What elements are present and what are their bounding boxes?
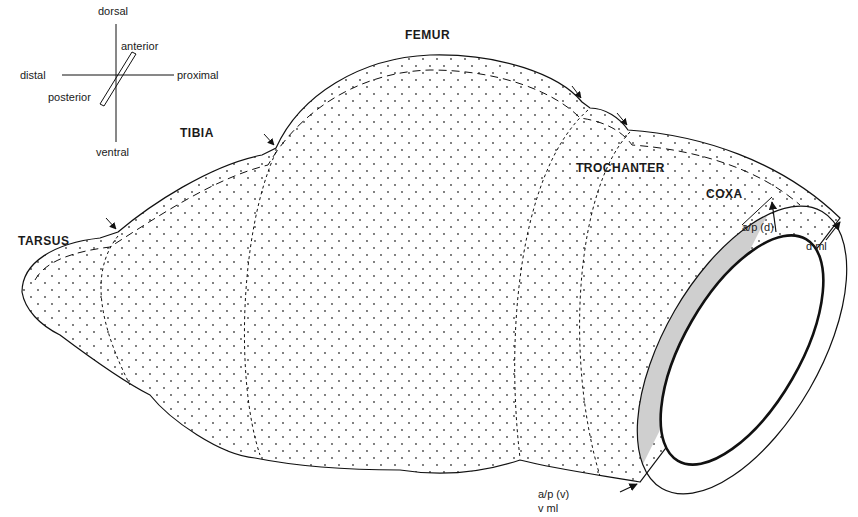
direction-label: anterior xyxy=(121,40,158,52)
axis-label: d ml xyxy=(806,240,827,252)
segment-name: TIBIA xyxy=(180,127,214,140)
direction-label: distal xyxy=(20,69,46,81)
segment-name: FEMUR xyxy=(405,29,450,42)
direction-label: ventral xyxy=(96,146,129,158)
segment-name: COXA xyxy=(706,188,743,201)
axis-label: a/p (d) xyxy=(742,221,774,233)
segment-name: TARSUS xyxy=(18,235,69,248)
segment-name: TROCHANTER xyxy=(576,162,665,175)
direction-label: proximal xyxy=(177,69,219,81)
axis-label: v ml xyxy=(538,502,558,514)
axis-label: a/p (v) xyxy=(538,488,569,500)
direction-label: dorsal xyxy=(98,5,128,17)
direction-label: posterior xyxy=(48,91,91,103)
